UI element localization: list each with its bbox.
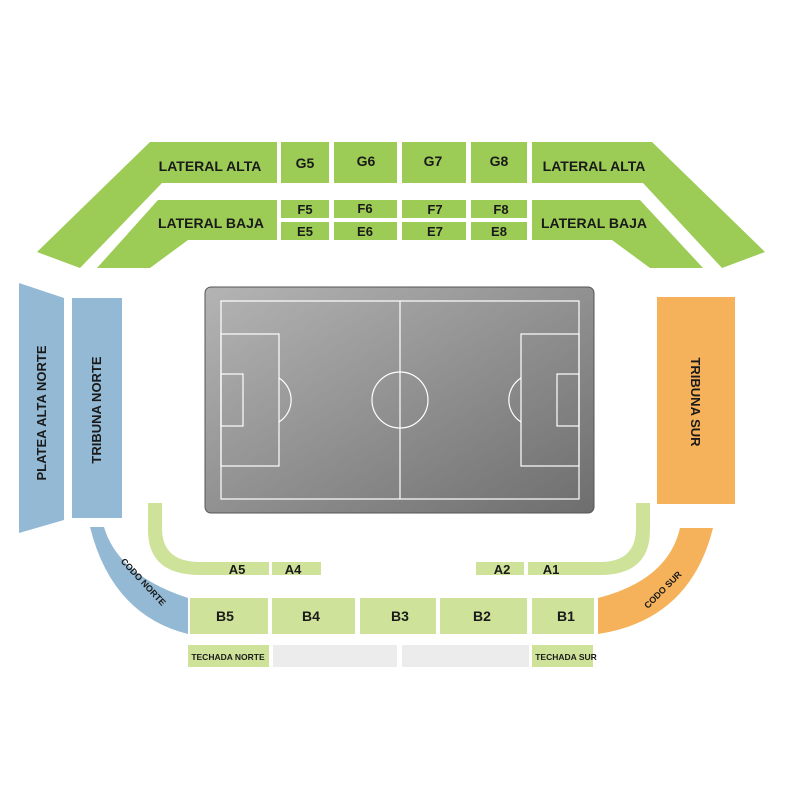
- techada-sur-label: TECHADA SUR: [535, 652, 597, 662]
- b4-label: B4: [302, 608, 320, 624]
- section-tribuna-norte[interactable]: TRIBUNA NORTE: [72, 298, 122, 518]
- section-g5[interactable]: G5: [281, 142, 329, 183]
- f6-label: F6: [357, 201, 372, 216]
- section-lateral-baja-left[interactable]: LATERAL BAJA: [97, 200, 277, 268]
- e8-label: E8: [491, 224, 507, 239]
- b2-label: B2: [473, 608, 491, 624]
- a2-label: A2: [494, 562, 511, 577]
- lateral-alta-right-label: LATERAL ALTA: [543, 158, 646, 174]
- f7-label: F7: [427, 202, 442, 217]
- section-tribuna-sur[interactable]: TRIBUNA SUR: [657, 297, 735, 504]
- section-a1[interactable]: A1: [528, 503, 650, 577]
- e7-label: E7: [427, 224, 443, 239]
- f8-label: F8: [493, 202, 508, 217]
- section-b4[interactable]: B4: [272, 598, 355, 634]
- platea-alta-norte-label: PLATEA ALTA NORTE: [34, 345, 49, 480]
- f5-label: F5: [297, 202, 312, 217]
- football-pitch: [204, 286, 595, 514]
- section-f7[interactable]: F7: [402, 200, 466, 218]
- section-b1[interactable]: B1: [532, 598, 594, 634]
- unlabeled-block-right: [402, 645, 529, 667]
- section-e5[interactable]: E5: [281, 222, 329, 240]
- section-f5[interactable]: F5: [281, 200, 329, 218]
- a1-label: A1: [543, 562, 560, 577]
- pitch-markings: [220, 300, 580, 500]
- section-f6[interactable]: F6: [334, 200, 397, 218]
- lateral-baja-left-label: LATERAL BAJA: [158, 215, 264, 231]
- b1-label: B1: [557, 608, 575, 624]
- section-g7[interactable]: G7: [402, 142, 466, 183]
- section-codo-sur[interactable]: CODO SUR: [598, 528, 713, 634]
- tribuna-sur-label: TRIBUNA SUR: [688, 357, 703, 447]
- section-e6[interactable]: E6: [334, 222, 397, 240]
- section-g6[interactable]: G6: [334, 142, 397, 183]
- section-b2[interactable]: B2: [440, 598, 527, 634]
- b5-label: B5: [216, 608, 234, 624]
- tribuna-norte-label: TRIBUNA NORTE: [89, 356, 104, 463]
- section-f8[interactable]: F8: [471, 200, 527, 218]
- g8-label: G8: [490, 153, 509, 169]
- e5-label: E5: [297, 224, 313, 239]
- section-techada-sur[interactable]: TECHADA SUR: [532, 645, 597, 667]
- e6-label: E6: [357, 224, 373, 239]
- section-codo-norte[interactable]: CODO NORTE: [90, 527, 188, 634]
- section-b3[interactable]: B3: [360, 598, 436, 634]
- unlabeled-block-left: [273, 645, 397, 667]
- section-e8[interactable]: E8: [471, 222, 527, 240]
- section-a5[interactable]: A5: [148, 503, 269, 577]
- a5-label: A5: [229, 562, 246, 577]
- g5-label: G5: [296, 155, 315, 171]
- techada-norte-label: TECHADA NORTE: [191, 652, 265, 662]
- section-techada-norte[interactable]: TECHADA NORTE: [188, 645, 269, 667]
- section-a2[interactable]: A2: [476, 562, 524, 577]
- section-a4[interactable]: A4: [272, 562, 321, 577]
- section-platea-alta-norte[interactable]: PLATEA ALTA NORTE: [19, 283, 64, 533]
- lateral-alta-left-label: LATERAL ALTA: [159, 158, 262, 174]
- g6-label: G6: [357, 153, 376, 169]
- section-b5[interactable]: B5: [190, 598, 268, 634]
- section-lateral-alta-right[interactable]: LATERAL ALTA: [532, 142, 765, 268]
- lateral-baja-right-label: LATERAL BAJA: [541, 215, 647, 231]
- g7-label: G7: [424, 153, 443, 169]
- section-g8[interactable]: G8: [471, 142, 527, 183]
- section-lateral-alta-left[interactable]: LATERAL ALTA: [37, 142, 277, 268]
- section-e7[interactable]: E7: [402, 222, 466, 240]
- b3-label: B3: [391, 608, 409, 624]
- a4-label: A4: [285, 562, 302, 577]
- section-lateral-baja-right[interactable]: LATERAL BAJA: [532, 200, 703, 268]
